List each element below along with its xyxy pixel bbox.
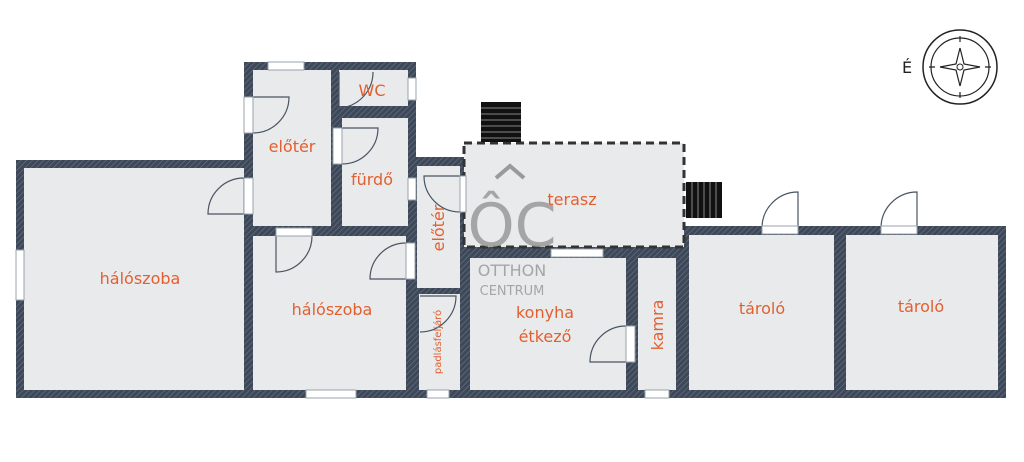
- room-bedroom-mid: [253, 236, 406, 390]
- stairs-icon: [481, 102, 521, 142]
- terrace-outline: [462, 141, 686, 249]
- label-attic-access: padlásfeljáró: [432, 310, 444, 374]
- room-storage-2: [846, 235, 998, 390]
- label-terrace: terasz: [547, 190, 596, 209]
- label-bedroom-left: hálószoba: [100, 269, 181, 288]
- room-storage-1: [689, 235, 834, 390]
- label-kitchen-1: konyha: [516, 303, 574, 322]
- label-bedroom-mid: hálószoba: [292, 300, 373, 319]
- room-kitchen: [470, 258, 626, 390]
- room-hall-top: [253, 70, 331, 226]
- label-storage-2: tároló: [898, 297, 944, 316]
- label-storage-1: tároló: [739, 299, 785, 318]
- label-bathroom: fürdő: [351, 170, 393, 189]
- label-kitchen-2: étkező: [519, 327, 572, 346]
- label-wc: WC: [359, 81, 386, 100]
- room-wc: [339, 70, 408, 106]
- windows: [15, 61, 670, 399]
- north-label: É: [902, 58, 912, 77]
- room-labels: hálószoba előtér WC fürdő hálószoba előt…: [100, 81, 945, 374]
- room-bedroom-left: [24, 168, 244, 390]
- svg-text:OTTHON: OTTHON: [478, 261, 546, 280]
- svg-text:ÔC: ÔC: [467, 190, 556, 261]
- doors: [207, 71, 918, 363]
- room-terrace: [464, 143, 684, 247]
- stairs-icon: [686, 182, 722, 218]
- room-pantry: [638, 258, 676, 390]
- label-pantry: kamra: [648, 300, 667, 351]
- svg-text:CENTRUM: CENTRUM: [480, 284, 545, 299]
- otthon-centrum-watermark: ÔC OTTHON CENTRUM: [467, 163, 557, 299]
- compass-icon: É: [902, 29, 998, 105]
- label-hall-top: előtér: [269, 137, 316, 156]
- room-bathroom: [342, 118, 408, 226]
- room-hall-narrow: [417, 166, 460, 288]
- room-floors: [24, 70, 998, 390]
- label-hall-narrow: előtér: [429, 204, 448, 251]
